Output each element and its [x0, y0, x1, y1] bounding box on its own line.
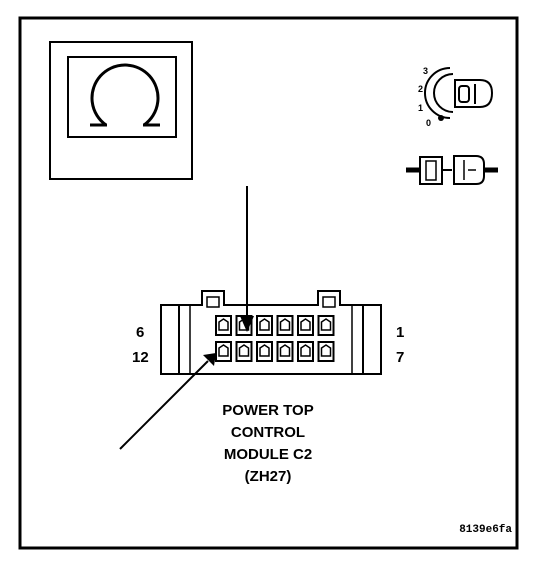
connector-title-line-2: CONTROL	[231, 424, 305, 441]
ignition-position-2: 2	[418, 84, 423, 94]
connector-title-line-1: POWER TOP	[222, 402, 313, 419]
connector-cavity	[297, 315, 314, 336]
connector-cavity	[215, 315, 232, 336]
ignition-key-icon: 3 2 1 0	[418, 66, 494, 128]
pin-label-1: 1	[396, 324, 404, 341]
connector-cavity	[256, 341, 273, 362]
connector-cavity	[235, 341, 253, 362]
disconnected-connector-icon	[406, 155, 498, 185]
ignition-position-3: 3	[423, 66, 428, 76]
figure-code: 8139e6fa	[459, 524, 512, 536]
connector-cavity	[256, 315, 273, 336]
ohmmeter-icon	[49, 41, 193, 180]
pin-label-12: 12	[132, 349, 149, 366]
connector-title-line-4: (ZH27)	[245, 468, 292, 485]
connector-cavity	[276, 315, 294, 336]
connector-cavities	[215, 315, 335, 362]
pin-label-7: 7	[396, 349, 404, 366]
connector-c2	[160, 290, 382, 375]
diagram-border	[18, 16, 519, 550]
connector-cavity	[276, 341, 294, 362]
ignition-position-1: 1	[418, 103, 423, 113]
connector-title-line-3: MODULE C2	[224, 446, 312, 463]
connector-cavity	[215, 341, 232, 362]
probe-arrow-top	[240, 186, 254, 332]
connector-cavity	[317, 315, 335, 336]
probe-arrow-bottom	[119, 353, 216, 450]
connector-cavity	[317, 341, 335, 362]
connector-cavity	[297, 341, 314, 362]
ignition-position-0: 0	[426, 118, 431, 128]
pin-label-6: 6	[136, 324, 144, 341]
